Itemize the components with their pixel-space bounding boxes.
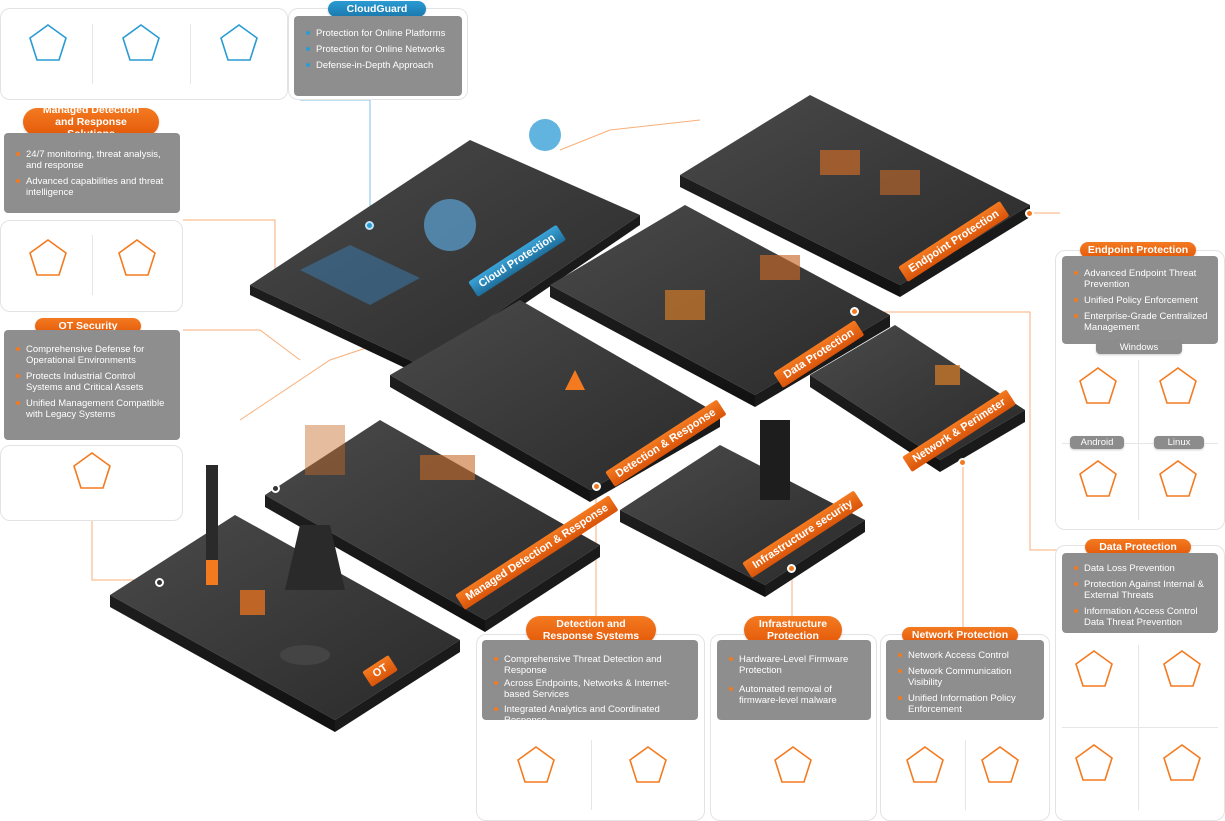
- connection-node: [592, 482, 601, 491]
- network-item: Network Communication Visibility: [896, 666, 1036, 688]
- detection-item: Integrated Analytics and Coordinated Res…: [492, 704, 690, 726]
- os-tag-linux: Linux: [1154, 436, 1204, 449]
- divider: [1062, 443, 1218, 444]
- endpoint-box: Advanced Endpoint Threat Prevention Unif…: [1062, 256, 1218, 344]
- pentagon-outline-icon: [981, 746, 1019, 783]
- divider: [591, 740, 592, 810]
- cloudguard-title: CloudGuard: [328, 1, 426, 17]
- divider: [1062, 727, 1218, 728]
- pentagon-outline-icon: [1079, 367, 1117, 404]
- pentagon-outline-icon: [517, 746, 555, 783]
- pentagon-outline-icon: [122, 24, 160, 61]
- cloudguard-item: Protection for Online Platforms: [304, 28, 454, 39]
- pentagon-outline-icon: [774, 746, 812, 783]
- endpoint-item: Unified Policy Enforcement: [1072, 295, 1210, 306]
- platform-infrastructure: [620, 420, 865, 597]
- pentagon-outline-icon: [629, 746, 667, 783]
- cloudguard-item: Defense-in-Depth Approach: [304, 60, 454, 71]
- divider: [1138, 360, 1139, 520]
- connection-node: [365, 221, 374, 230]
- pentagon-outline-icon: [906, 746, 944, 783]
- endpoint-title: Endpoint Protection: [1080, 242, 1196, 258]
- data-title: Data Protection: [1085, 539, 1191, 555]
- divider: [92, 24, 93, 84]
- pentagon-outline-icon: [73, 452, 111, 489]
- detection-box: Comprehensive Threat Detection and Respo…: [482, 640, 698, 726]
- infrastructure-item: Automated removal of firmware-level malw…: [727, 684, 863, 706]
- divider: [965, 740, 966, 810]
- endpoint-item: Advanced Endpoint Threat Prevention: [1072, 268, 1210, 290]
- data-item: Protection Against Internal & External T…: [1072, 579, 1210, 601]
- connection-node: [1025, 209, 1034, 218]
- pentagon-outline-icon: [1075, 744, 1113, 781]
- data-box: Data Loss Prevention Protection Against …: [1062, 553, 1218, 633]
- pentagon-outline-icon: [1075, 650, 1113, 687]
- divider: [190, 24, 191, 84]
- connection-node: [850, 307, 859, 316]
- ot-box: Comprehensive Defense for Operational En…: [4, 330, 180, 440]
- pentagon-outline-icon: [220, 24, 258, 61]
- infrastructure-box: Hardware-Level Firmware Protection Autom…: [717, 640, 871, 720]
- network-title: Network Protection: [902, 627, 1018, 643]
- connection-node: [787, 564, 796, 573]
- connection-node: [958, 458, 967, 467]
- pentagon-outline-icon: [1163, 744, 1201, 781]
- mdr-item: Advanced capabilities and threat intelli…: [14, 176, 172, 198]
- mdr-item: 24/7 monitoring, threat analysis, and re…: [14, 149, 172, 171]
- network-item: Network Access Control: [896, 650, 1036, 661]
- divider: [92, 235, 93, 295]
- mdr-logo-frame: [0, 220, 183, 312]
- ot-logo-frame: [0, 445, 183, 521]
- pentagon-outline-icon: [29, 24, 67, 61]
- infrastructure-title: Infrastructure Protection: [744, 616, 842, 644]
- os-tag-windows: Windows: [1096, 341, 1182, 354]
- data-item: Data Loss Prevention: [1072, 563, 1210, 574]
- network-box: Network Access Control Network Communica…: [886, 640, 1044, 720]
- ot-item: Protects Industrial Control Systems and …: [14, 371, 172, 393]
- pentagon-outline-icon: [1159, 460, 1197, 497]
- ot-item: Unified Management Compatible with Legac…: [14, 398, 172, 420]
- endpoint-item: Enterprise-Grade Centralized Management: [1072, 311, 1210, 333]
- os-tag-android: Android: [1070, 436, 1124, 449]
- data-item: Information Access Control Data Threat P…: [1072, 606, 1210, 628]
- detection-title: Detection and Response Systems: [526, 616, 656, 644]
- detection-item: Comprehensive Threat Detection and Respo…: [492, 654, 690, 676]
- infrastructure-item: Hardware-Level Firmware Protection: [727, 654, 863, 676]
- pentagon-outline-icon: [118, 239, 156, 276]
- pentagon-outline-icon: [1079, 460, 1117, 497]
- logo-frame-top: [0, 8, 288, 100]
- connection-node: [271, 484, 280, 493]
- detection-item: Across Endpoints, Networks & Internet-ba…: [492, 678, 690, 700]
- network-item: Unified Information Policy Enforcement: [896, 693, 1036, 715]
- ot-item: Comprehensive Defense for Operational En…: [14, 344, 172, 366]
- pentagon-outline-icon: [29, 239, 67, 276]
- pentagon-outline-icon: [1159, 367, 1197, 404]
- mdr-box: 24/7 monitoring, threat analysis, and re…: [4, 133, 180, 213]
- connection-node: [155, 578, 164, 587]
- cloudguard-item: Protection for Online Networks: [304, 44, 454, 55]
- cloudguard-box: Protection for Online Platforms Protecti…: [294, 16, 462, 96]
- pentagon-outline-icon: [1163, 650, 1201, 687]
